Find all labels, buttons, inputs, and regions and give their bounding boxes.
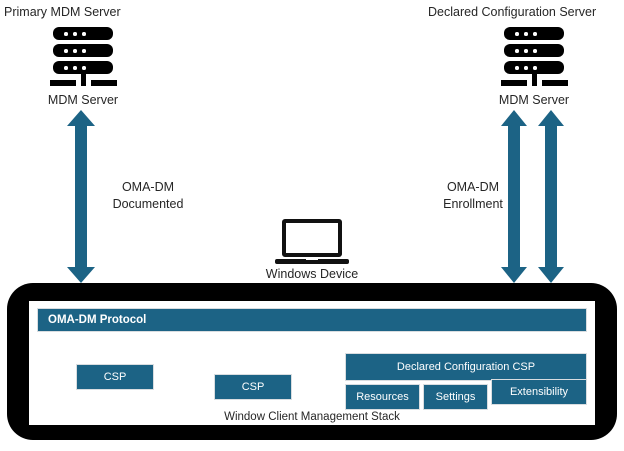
declared-configuration-csp-box[interactable]: Declared Configuration CSP [345,353,587,381]
csp-box-left[interactable]: CSP [76,364,154,390]
oma-dm-protocol-bar[interactable]: OMA-DM Protocol [37,308,587,332]
csp-box-middle[interactable]: CSP [214,374,292,400]
server-rack-unit [504,44,564,57]
client-management-stack-shell: OMA-DM Protocol CSP CSP Declared Configu… [7,283,617,440]
extensibility-box[interactable]: Extensibility [491,379,587,405]
flow-label-right-line2: Enrollment [443,197,503,211]
server-right-label: MDM Server [498,93,570,107]
flow-label-right: OMA-DM Enrollment [383,179,563,213]
declared-configuration-server-title: Declared Configuration Server [428,5,597,19]
server-rack-unit [53,27,113,40]
flow-label-left-line2: Documented [112,197,184,211]
server-rack-unit [53,44,113,57]
resources-box[interactable]: Resources [345,384,420,410]
double-headed-arrow-icon-right-inner [500,110,528,283]
client-management-stack-panel: OMA-DM Protocol CSP CSP Declared Configu… [29,301,595,425]
server-rack-icon [498,27,570,89]
server-rack-unit [504,27,564,40]
server-rack-icon [47,27,119,89]
laptop-icon [275,219,349,269]
management-stack-caption: Window Client Management Stack [224,411,400,423]
primary-mdm-server-title: Primary MDM Server [4,5,121,19]
flow-label-right-line1: OMA-DM [446,180,500,194]
server-left-label: MDM Server [47,93,119,107]
windows-device-label: Windows Device [265,267,359,281]
flow-label-left-line1: OMA-DM [121,180,175,194]
double-headed-arrow-icon-left [66,110,96,283]
server-rack-unit [504,61,564,74]
double-headed-arrow-icon-right-outer [537,110,565,283]
server-rack-unit [53,61,113,74]
settings-box[interactable]: Settings [423,384,488,410]
flow-label-left: OMA-DM Documented [58,179,238,213]
